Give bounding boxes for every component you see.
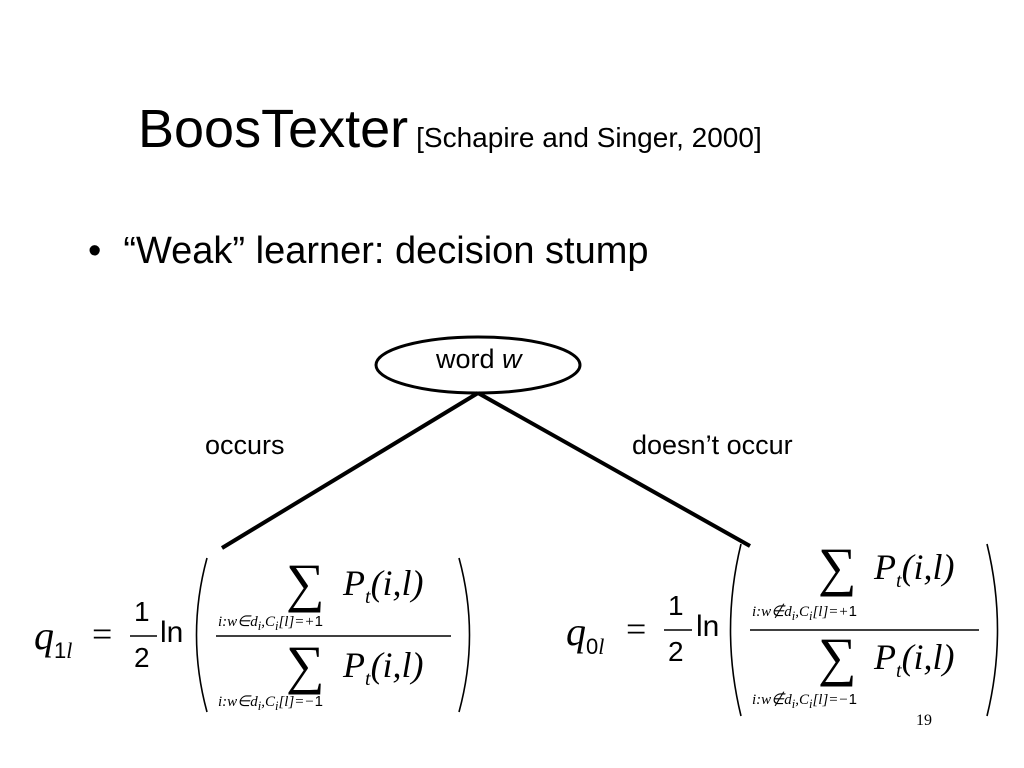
right-half-numerator: 1 — [668, 590, 684, 621]
bullet-marker: • — [88, 230, 102, 272]
bullet-text: “Weak” learner: decision stump — [123, 230, 649, 272]
left-half-denominator: 2 — [134, 642, 150, 673]
right-numer-sum: ∑ — [818, 537, 857, 597]
left-equals: = — [92, 614, 113, 654]
left-denom-condition: i:w∈di,Ci[l]=−1 — [218, 693, 323, 713]
node-variable: w — [502, 344, 522, 374]
right-denom-sum: ∑ — [818, 627, 857, 687]
right-close-paren — [986, 543, 999, 717]
right-denom-condition: i:w∉di,Ci[l]=−1 — [752, 691, 857, 711]
right-formula-lhs: q0l — [566, 609, 605, 659]
left-numer-pt: Pt(i,l) — [343, 563, 424, 609]
right-open-paren — [729, 543, 742, 717]
left-formula-lhs: q1l — [34, 613, 73, 663]
left-branch-line — [220, 391, 480, 550]
right-numer-condition: i:w∉di,Ci[l]=+1 — [752, 603, 857, 623]
right-ln: ln — [696, 610, 720, 643]
slide-title: BoosTexter[Schapire and Singer, 2000] — [138, 98, 762, 160]
bullet-item: • “Weak” learner: decision stump — [88, 230, 648, 273]
left-numer-condition: i:w∈di,Ci[l]=+1 — [218, 613, 323, 633]
left-close-paren — [458, 557, 471, 713]
right-equals: = — [626, 609, 647, 649]
right-branch-line — [477, 391, 751, 548]
page-number: 19 — [916, 712, 932, 729]
right-half-denominator: 2 — [668, 636, 684, 667]
left-half-numerator: 1 — [134, 596, 150, 627]
right-numer-pt: Pt(i,l) — [874, 547, 955, 593]
left-branch-label: occurs — [205, 430, 285, 460]
right-branch-label: doesn’t occur — [632, 430, 793, 460]
title-citation: [Schapire and Singer, 2000] — [416, 122, 762, 153]
left-denom-pt: Pt(i,l) — [343, 645, 424, 691]
left-open-paren — [195, 557, 208, 713]
left-numer-sum: ∑ — [286, 553, 325, 613]
left-denom-sum: ∑ — [286, 635, 325, 695]
right-denom-pt: Pt(i,l) — [874, 637, 955, 683]
title-text: BoosTexter — [138, 99, 409, 159]
node-label: word w — [436, 344, 522, 374]
left-ln: ln — [160, 616, 184, 649]
